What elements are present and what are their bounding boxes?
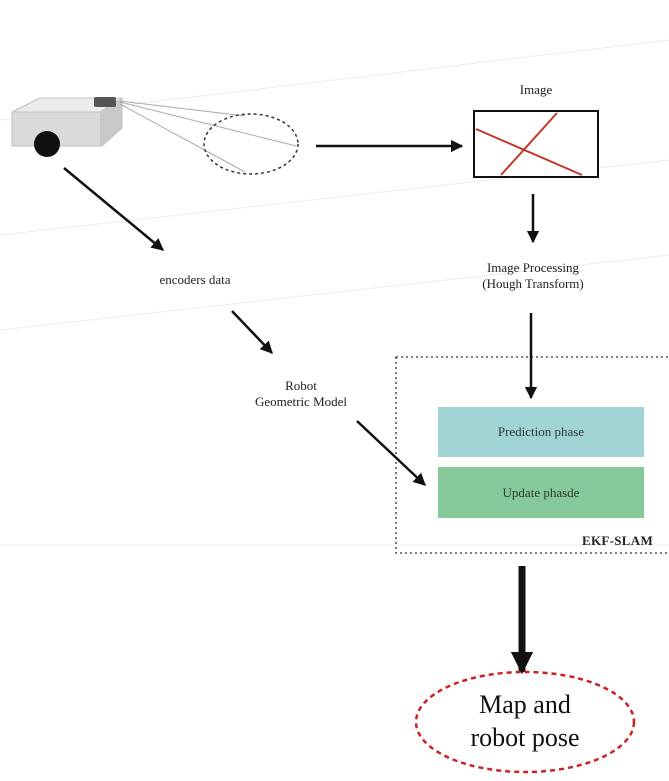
- image-label: Image: [519, 82, 553, 97]
- prediction-phase-box: [438, 407, 644, 457]
- output-ellipse: [414, 670, 636, 774]
- image-frame: [473, 110, 599, 178]
- prediction-phase-label: Prediction phase: [497, 424, 585, 439]
- camera-view-cone: [119, 100, 297, 173]
- output-line-2: robot pose: [470, 723, 580, 753]
- robot-model-label: Robot Geometric Model: [226, 378, 376, 411]
- arrow-robot-to-encoders: [63, 167, 164, 251]
- robot-model-line-2: Geometric Model: [254, 394, 348, 410]
- robot-model-line-1: Robot: [285, 378, 317, 393]
- output-label: Map and robot pose: [425, 688, 625, 755]
- update-phase-box: [438, 467, 644, 518]
- ekf-slam-container: [395, 356, 669, 554]
- arrow-model-to-update: [356, 420, 426, 486]
- update-phase-label: Update phasde: [502, 484, 580, 500]
- image-processing-line-1: Image Processing: [486, 260, 580, 275]
- image-processing-line-2: (Hough Transform): [482, 276, 584, 292]
- detected-lines-icon: [475, 112, 583, 176]
- mobile-robot-icon: [11, 97, 124, 157]
- ekf-slam-label: EKF-SLAM: [582, 533, 654, 548]
- output-line-1: Map and: [479, 690, 571, 719]
- camera-field-ellipse: [203, 113, 299, 175]
- encoders-data-label: encoders data: [159, 272, 231, 287]
- image-processing-label: Image Processing (Hough Transform): [448, 260, 618, 293]
- arrow-encoders-to-model: [231, 310, 273, 354]
